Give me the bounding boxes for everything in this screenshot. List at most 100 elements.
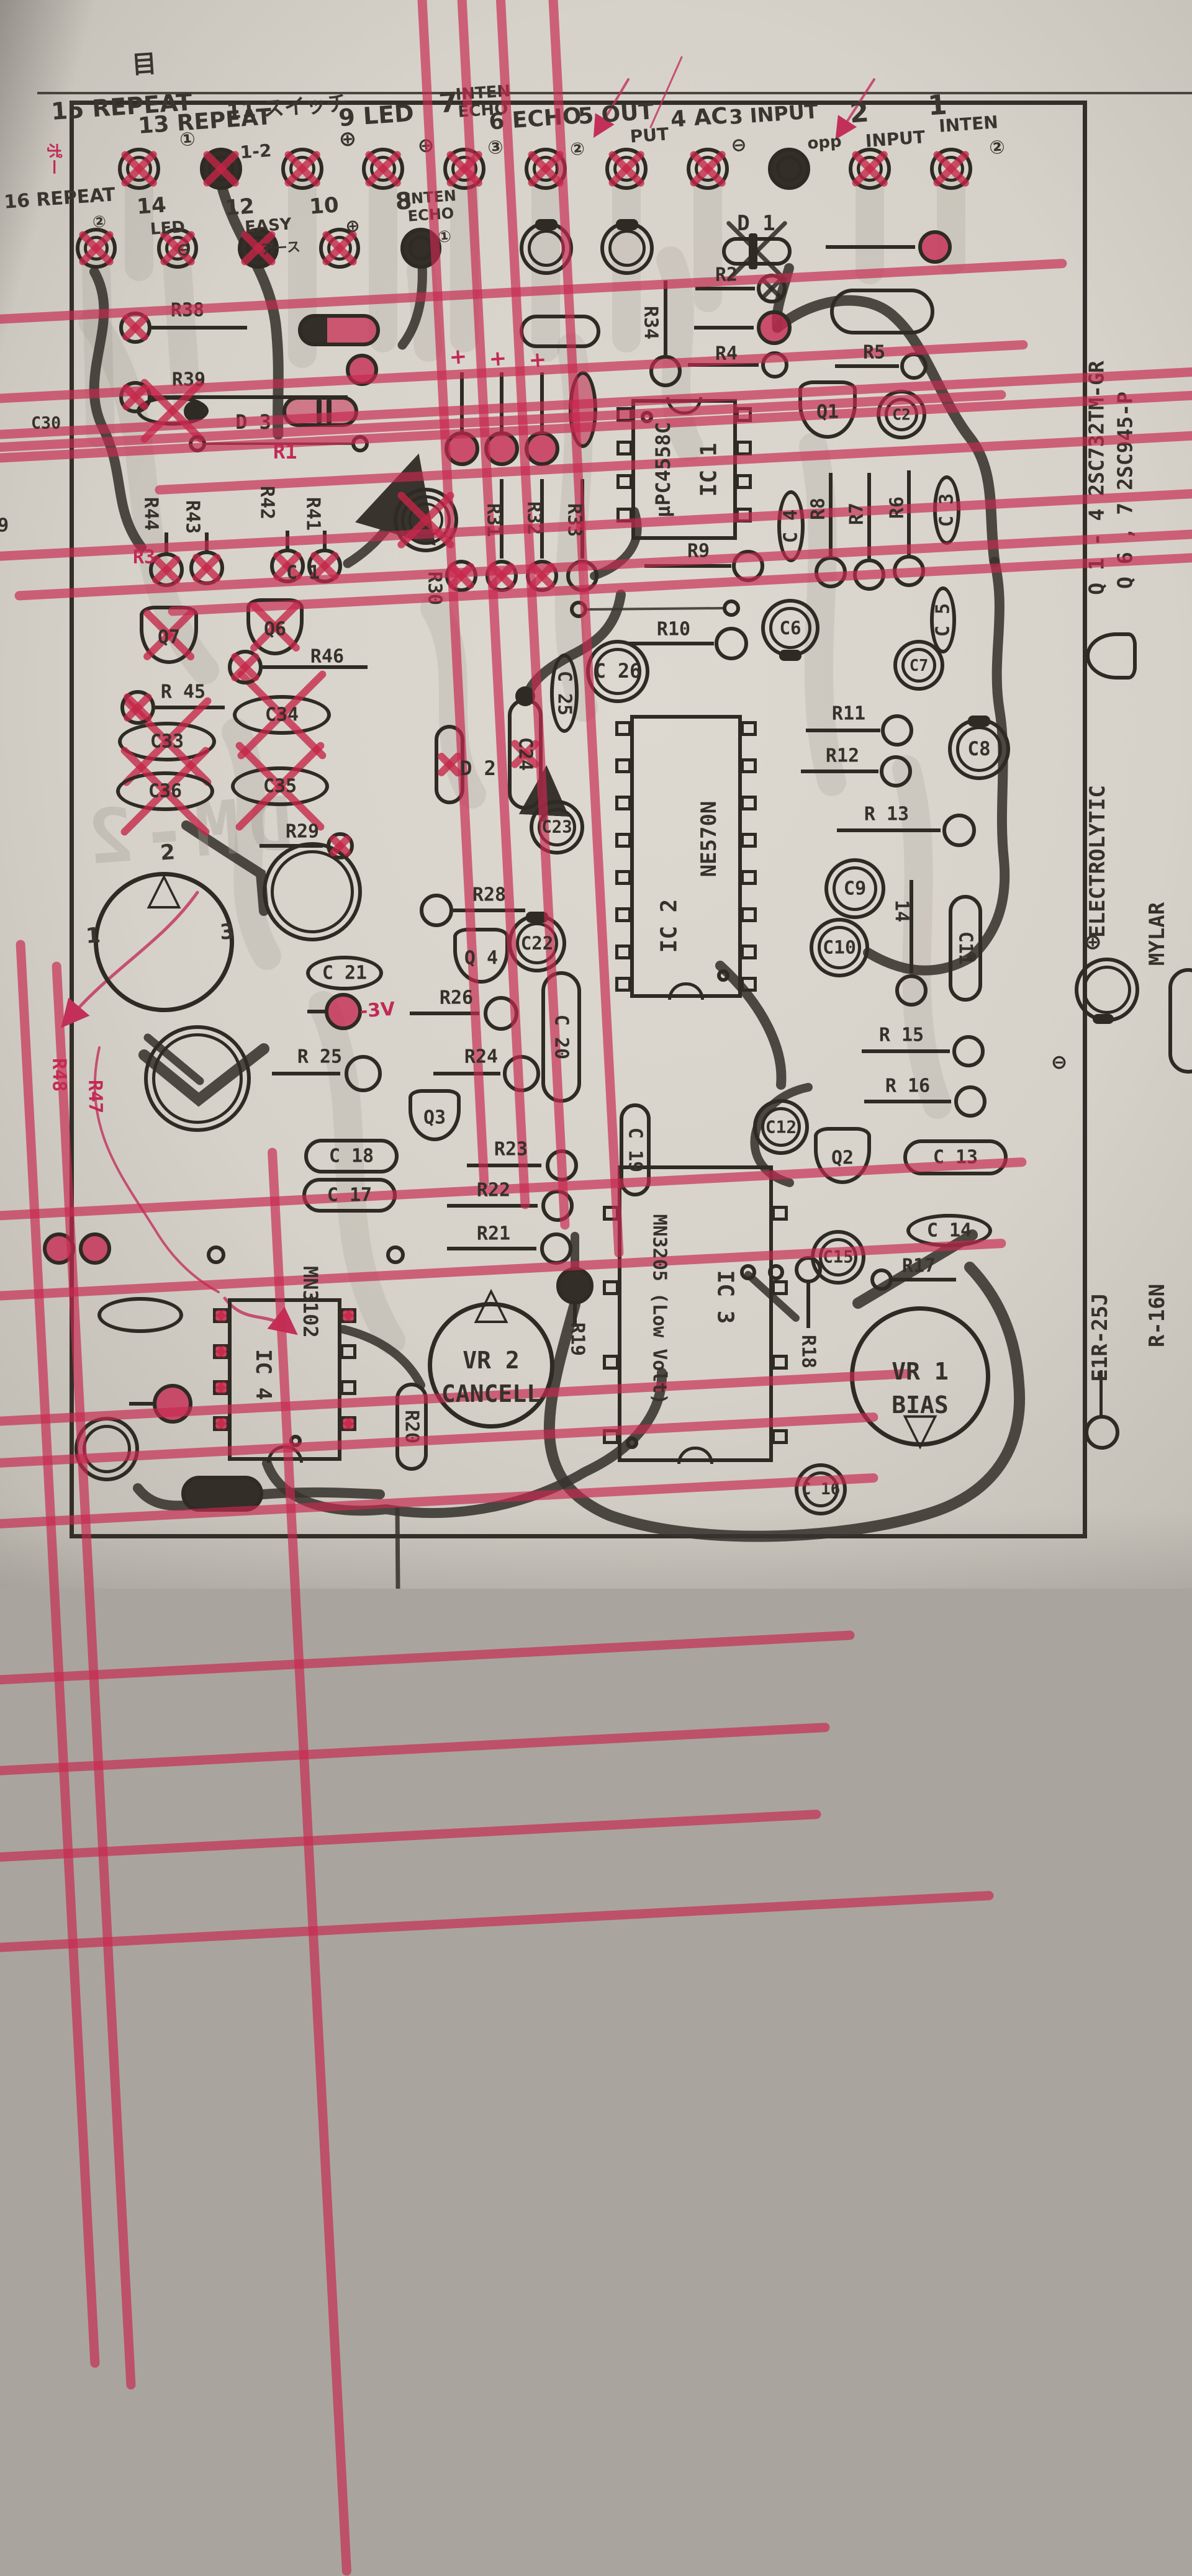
red-annotation-stroke [835,78,875,140]
R22-label: R22 [476,1179,511,1201]
VR2-ref: VR 2 [463,1347,520,1374]
R21-pad [540,1232,572,1265]
R27-lead [307,1010,327,1013]
IC4-pin-right [340,1344,356,1359]
IC2-label: IC 2 [656,899,682,953]
IC4-pin-right [340,1308,356,1323]
D2-label: D 2 [460,756,496,780]
R16-label: R 16 [885,1075,931,1097]
C11-label: C11 [954,931,977,966]
C29-label: C 29 [0,485,1192,569]
IC2-pin-left [615,796,631,810]
IC1-label: IC 1 [696,442,722,497]
C9-label: C9 [843,877,867,900]
connector-pad-15 [118,148,160,190]
Q3-label: Q3 [423,1106,446,1129]
C24-label: C24 [514,737,536,771]
minus3v-note: -3V [359,998,396,1023]
connector-pad-1 [930,148,972,190]
C31-label: C31 [0,363,1192,448]
C33-label: C33 [150,730,184,753]
IC2-pin-right [741,907,757,922]
R38-lead [151,326,247,330]
C10 [810,918,869,977]
R46-pad [228,650,263,684]
VR1-function: BIAS [892,1391,949,1419]
via [207,1245,225,1264]
pin-label: 4 AC [669,103,729,133]
R10-pad [715,627,748,660]
R45-label: R 45 [160,681,206,703]
connector-pad-8 [400,228,441,269]
via [723,599,740,617]
C23-label: C23 [541,817,572,837]
C7 [893,640,944,691]
margin-electrolytic-label: ELECTROLYTIC [1085,785,1110,938]
R26-label: R26 [439,987,474,1009]
R27-pad [325,993,362,1030]
IC3-label: MN3205 (Low Volt) [648,1214,670,1405]
R47-label: R47 [52,961,136,2390]
C39 [97,1297,183,1333]
R27-label: R27 [0,1238,1006,1323]
R2-label: R2 [715,264,738,286]
R13-pad [942,814,976,847]
C21 [306,956,383,990]
IC1-label: µPC4558C [651,421,675,518]
connector-pad-3 [768,148,810,190]
C25-label: C 25 [553,670,576,716]
Q1-label: Q1 [816,401,839,423]
C39-label: C39 [0,1630,855,1715]
R3-pad [757,310,792,345]
red-x-mark [330,836,350,856]
R16-lead [864,1100,951,1103]
IC2-pin-left [615,907,631,922]
R10-lead [628,642,714,645]
R14-pad [895,974,928,1007]
red-x-mark [852,151,887,186]
D1-label: D 1 [737,211,775,236]
pin-label: ② [91,212,107,232]
R48-label: R48 [16,940,100,2368]
edge-note: ポー [43,142,63,176]
R36-label: R36 [446,0,530,1209]
R29-label: R29 [285,820,320,843]
plus-symbol: ⊕ [1085,928,1101,956]
C34-label: C34 [264,704,299,726]
D4 [298,314,380,346]
R3-lead [694,326,754,330]
D1-band [748,233,757,269]
red-x-mark [124,694,151,721]
pin-label: ② [988,136,1006,159]
R1-label: R1 [155,410,1192,495]
red-x-mark [79,231,113,265]
R1-pad [918,230,952,264]
IC3-label: IC 3 [712,1270,738,1324]
via [386,1245,405,1264]
R11-pad [881,714,913,747]
C36-label: C36 [148,780,183,802]
D5-label: D5 [0,1890,994,1975]
C37 [263,842,362,941]
marker-trace [863,948,977,976]
R42-label: R42 [256,485,278,520]
red-x-mark [690,151,725,186]
R23-lead [467,1164,541,1167]
marker-trace [181,820,269,916]
R21-label: R21 [476,1223,511,1245]
marker-trace [715,961,787,1090]
R5-lead [835,364,899,368]
pin-label: 9 LED [337,99,415,132]
R17-label: R17 [901,1255,936,1277]
R34-label: R34 [639,305,662,340]
pin-label: 12 [224,194,256,221]
C4-label: C 4 [780,509,802,544]
D4-label: D4 RD11EB3 [0,258,1067,343]
C34 [233,695,331,735]
connector-pad-4 [687,148,729,190]
connector-pad-13 [200,148,242,190]
R29-pad [327,832,354,859]
IC4-pin-left [213,1308,229,1323]
R12-pad [880,755,912,788]
C37-label: C37 [0,1157,1027,1241]
